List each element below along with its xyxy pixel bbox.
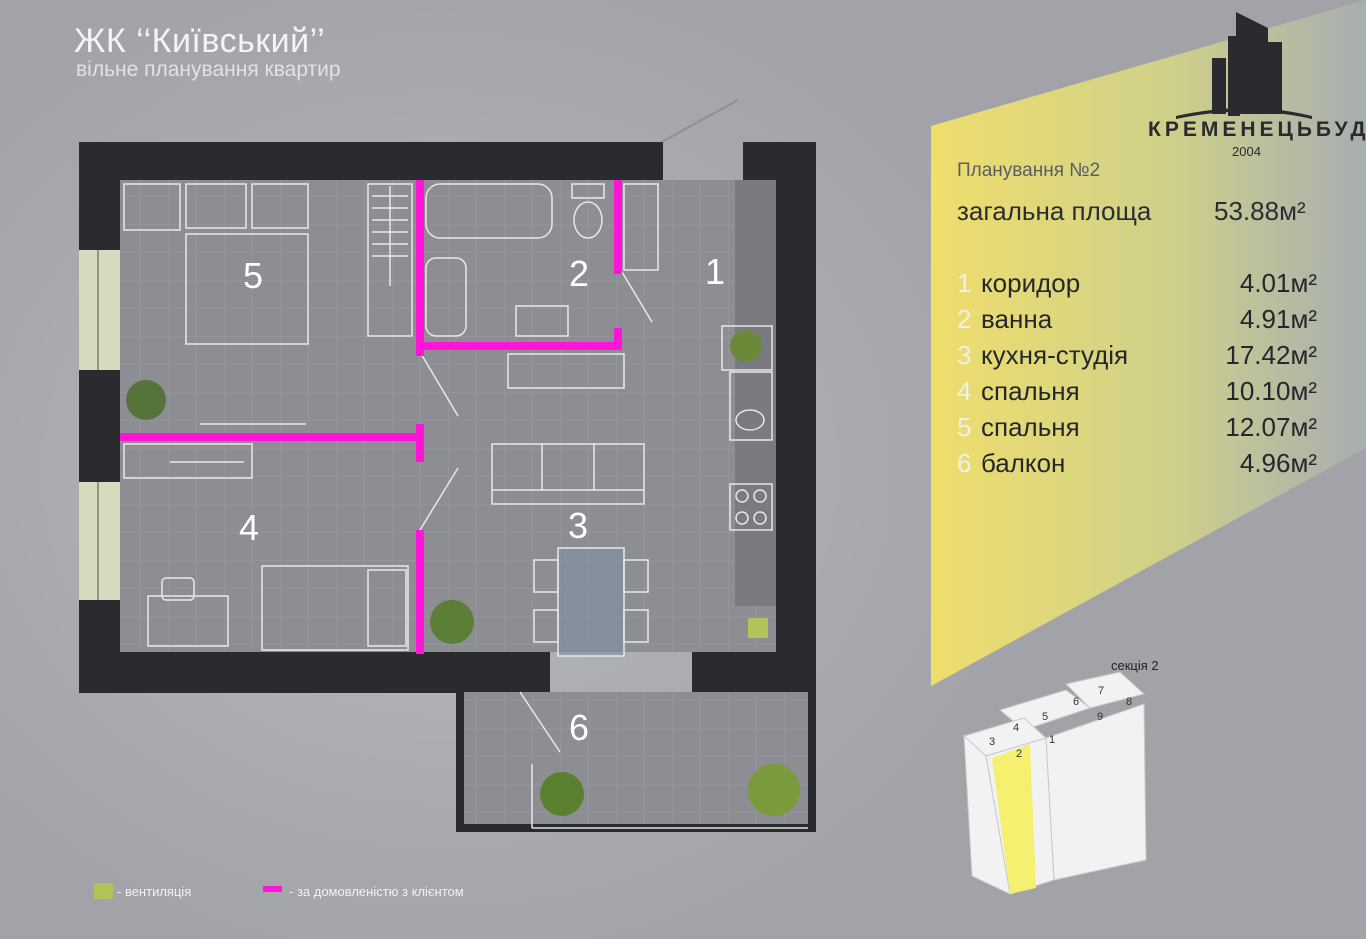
total-area-label: загальна площа	[957, 196, 1152, 226]
highlighted-section	[992, 744, 1036, 894]
room-row-name: коридор	[981, 268, 1081, 298]
brand-year: 2004	[1232, 144, 1261, 159]
building-number: 9	[1097, 711, 1103, 723]
total-area-value: 53.88м²	[1214, 196, 1306, 226]
floor-areas	[79, 180, 808, 824]
shadow-line	[659, 99, 739, 144]
room-number-2: 2	[569, 253, 589, 294]
building-number: 7	[1098, 685, 1104, 697]
room-row-area: 12.07м²	[1225, 412, 1317, 442]
room-row-area: 4.96м²	[1239, 448, 1317, 478]
room-row-area: 17.42м²	[1225, 340, 1317, 370]
room-row-area: 4.01м²	[1239, 268, 1317, 298]
room-number-6: 6	[569, 707, 589, 748]
building-number: 3	[989, 736, 995, 748]
building-number: 6	[1073, 696, 1079, 708]
plant-icon	[126, 330, 800, 816]
room-row-name: кухня-студія	[981, 340, 1129, 370]
plan-title: Планування №2	[957, 160, 1101, 181]
interior-walls	[123, 183, 808, 829]
room-number-5: 5	[243, 255, 263, 296]
building-number: 5	[1042, 711, 1048, 723]
room-row-area: 10.10м²	[1225, 376, 1317, 406]
page-subtitle: вільне планування квартир	[76, 58, 341, 81]
room-row: 4 спальня 10.10м²	[957, 376, 1317, 412]
brand-name: КРЕМЕНЕЦЬБУД	[1148, 118, 1366, 141]
room-row: 2 ванна 4.91м²	[957, 304, 1317, 340]
room-number-4: 4	[239, 507, 259, 548]
building-number: 4	[1013, 722, 1019, 734]
room-row: 5 спальня 12.07м²	[957, 412, 1317, 448]
building-number: 2	[1016, 748, 1022, 760]
room-number-1: 1	[705, 251, 725, 292]
room-row-number: 6	[957, 448, 972, 478]
room-row-name: балкон	[981, 448, 1066, 478]
building-number: 1	[1049, 734, 1055, 746]
legend-label-client: - за домовленістю з клієнтом	[289, 884, 464, 899]
room-row-number: 2	[957, 304, 972, 334]
room-row-name: спальня	[981, 376, 1080, 406]
building-number: 8	[1126, 696, 1132, 708]
section-label: секція 2	[1111, 658, 1159, 673]
room-row: 1 коридор 4.01м²	[957, 268, 1317, 304]
legend-swatch-ventilation	[94, 883, 113, 899]
room-row-area: 4.91м²	[1239, 304, 1317, 334]
page-title: ЖК ‘‘Київський’’	[74, 22, 326, 60]
room-row-name: спальня	[981, 412, 1080, 442]
room-list: 1 коридор 4.01м² 2 ванна 4.91м² 3 кухня-студі…	[957, 268, 1317, 484]
room-row-number: 3	[957, 340, 972, 370]
room-row-name: ванна	[981, 304, 1053, 334]
room-row: 6 балкон 4.96м²	[957, 448, 1317, 484]
room-row: 3 кухня-студія 17.42м²	[957, 340, 1317, 376]
buildings-logo-icon	[1176, 12, 1312, 119]
room-row-number: 4	[957, 376, 972, 406]
room-number-3: 3	[568, 505, 588, 546]
ventilation-shaft	[748, 618, 768, 638]
room-row-number: 1	[957, 268, 972, 298]
legend-swatch-client	[263, 886, 282, 892]
room-row-number: 5	[957, 412, 972, 442]
legend-label-ventilation: - вентиляція	[117, 884, 192, 899]
client-option-walls	[120, 180, 622, 654]
